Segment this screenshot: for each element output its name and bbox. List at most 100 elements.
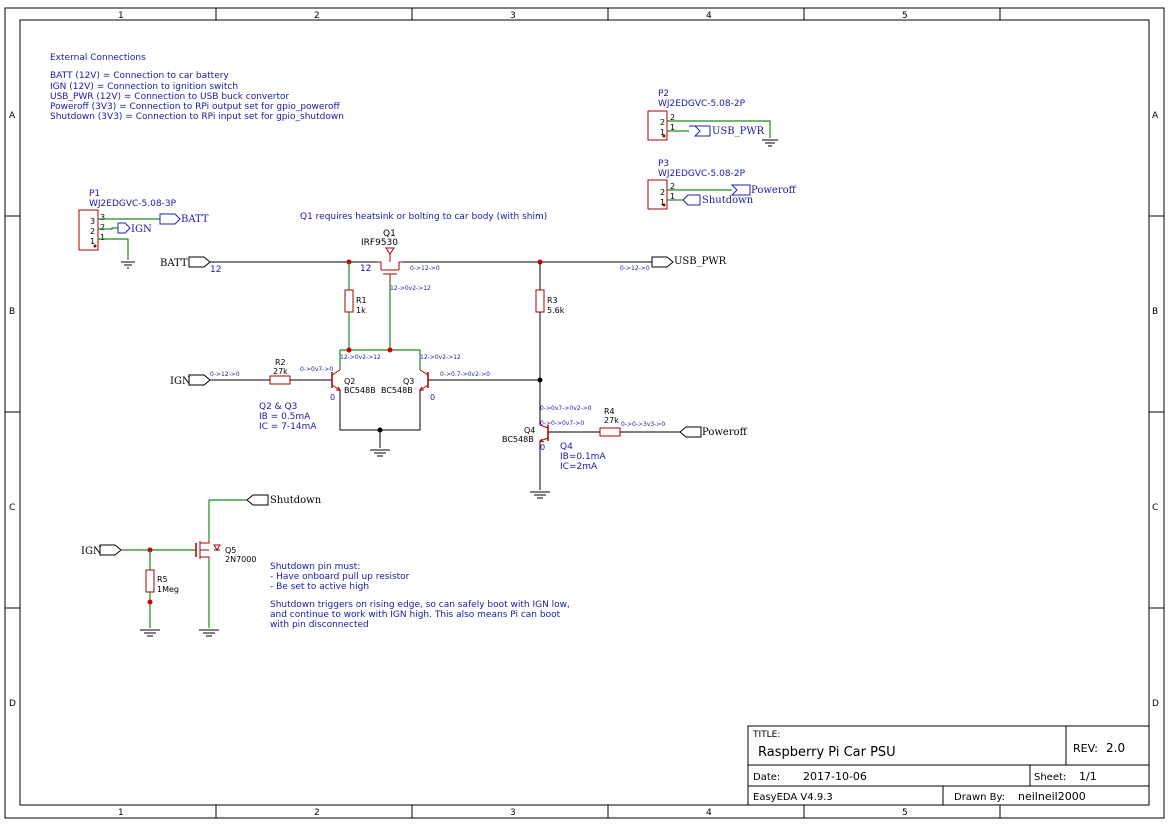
q1-part: IRF9530: [361, 238, 398, 248]
rev-value: 2.0: [1106, 741, 1125, 755]
p2-ref: P2: [658, 89, 669, 99]
q2q3-note: IC = 7-14mA: [259, 422, 317, 432]
note-line: Shutdown (3V3) = Connection to RPi input…: [50, 112, 344, 122]
q5-ref: Q5: [225, 546, 236, 555]
pin-number: 1: [670, 192, 675, 201]
pin-label: 2: [660, 118, 665, 127]
q2q3-note: Q2 & Q3: [259, 402, 297, 412]
row-label: C: [1152, 503, 1158, 513]
net-label-usb-pwr: USB_PWR: [712, 126, 765, 137]
r3-value: 5.6k: [547, 306, 565, 315]
q1-note: Q1 requires heatsink or bolting to car b…: [300, 212, 547, 222]
row-label: A: [1152, 111, 1159, 121]
col-label: 3: [510, 11, 516, 21]
sim-usb: 0->12->0: [620, 265, 650, 272]
title-label: TITLE:: [752, 730, 780, 740]
sim-r2-in: 0->12->0: [210, 371, 240, 378]
note-title: External Connections: [50, 53, 146, 63]
q2q3-note: IB = 0.5mA: [259, 412, 311, 422]
sim-q3-base: 0->0.7->0v2->0: [440, 371, 490, 378]
sim-q1-drain: 0->12->0: [410, 265, 440, 272]
col-label: 1: [118, 11, 124, 21]
q3-part: BC548B: [381, 386, 413, 395]
q4-part: BC548B: [502, 435, 534, 444]
net-label-batt: BATT: [181, 214, 209, 225]
note-line: BATT (12V) = Connection to car battery: [50, 71, 229, 81]
sim-batt: 12: [210, 265, 221, 275]
resistor-r3: R3 5.6k: [535, 262, 565, 425]
note-line: and continue to work with IGN high. This…: [270, 610, 561, 620]
row-label: A: [9, 111, 16, 121]
r2-ref: R2: [275, 358, 286, 367]
note-line: Shutdown pin must:: [270, 562, 360, 572]
p3-ref: P3: [658, 159, 669, 169]
note-line: IGN (12V) = Connection to ignition switc…: [50, 82, 238, 92]
resistor-r1: R1 1k 12->0v2->12 12->0v2->12: [339, 262, 461, 370]
p1-ref: P1: [89, 189, 100, 199]
sim-q4-b: 0->0->0v7->0: [540, 420, 584, 427]
shutdown-stage: Shutdown IGN Q5 2N7000 R5 1Meg: [81, 494, 322, 637]
pin-label: 2: [660, 188, 665, 197]
row-label: C: [9, 503, 15, 513]
ign-input-stage: IGN 0->12->0 R2 27k 0->0v7->0 Q2 BC548B …: [170, 358, 540, 457]
r5-ref: R5: [157, 575, 168, 584]
q2-ref: Q2: [344, 377, 355, 386]
pin-number: 2: [100, 223, 105, 232]
pin-number: 3: [100, 213, 105, 222]
port-usb-pwr: USB_PWR: [674, 256, 727, 267]
pin-label: 1: [660, 198, 665, 207]
net-label-poweroff: Poweroff: [751, 185, 797, 196]
mosfet-q1: Q1 IRF9530 12 0->12->0 12->0v2->12: [360, 229, 440, 350]
row-label: D: [9, 699, 16, 709]
port-batt: BATT: [160, 258, 188, 269]
note-line: with pin disconnected: [270, 620, 369, 630]
sheet-value: 1/1: [1079, 770, 1097, 783]
port-poweroff: Poweroff: [702, 427, 748, 438]
note-line: USB_PWR (12V) = Connection to USB buck c…: [50, 92, 290, 102]
pin-number: 1: [670, 123, 675, 132]
sim-q1-gate: 12: [360, 264, 371, 274]
port-ign: IGN: [170, 376, 191, 387]
sim-q2-e: 0: [330, 393, 335, 402]
drawn-value: neilneil2000: [1018, 790, 1086, 803]
col-label: 2: [314, 11, 320, 21]
sim-q3-col: 12->0v2->12: [420, 354, 461, 361]
note-line: - Be set to active high: [270, 582, 369, 592]
tool-version: EasyEDA V4.9.3: [753, 792, 833, 803]
drawn-label: Drawn By:: [954, 792, 1005, 803]
r5-value: 1Meg: [157, 585, 179, 594]
note-line: Shutdown triggers on rising edge, so can…: [270, 600, 570, 610]
connector-p2: P2 WJ2EDGVC-5.08-2P 2 1 2 1 USB_PWR: [647, 89, 778, 147]
pin-label: 2: [90, 227, 95, 236]
pin-number: 1: [100, 233, 105, 242]
col-label: 5: [902, 808, 908, 818]
row-label: B: [9, 307, 15, 317]
q2-part: BC548B: [344, 386, 376, 395]
pin-number: 2: [670, 113, 675, 122]
net-label-ign: IGN: [131, 224, 152, 235]
note-line: - Have onboard pull up resistor: [270, 572, 410, 582]
sim-q2-col: 12->0v2->12: [340, 354, 381, 361]
col-label: 2: [314, 808, 320, 818]
row-label: D: [1152, 699, 1159, 709]
pin-label: 1: [90, 237, 95, 246]
p3-part: WJ2EDGVC-5.08-2P: [658, 169, 746, 179]
date-value: 2017-10-06: [803, 770, 867, 783]
col-label: 1: [118, 808, 124, 818]
poweroff-stage: 0->0v7->0v2->0 0->0->0v7->0 Q4 BC548B 0 …: [502, 405, 748, 499]
q4-note: Q4: [560, 442, 573, 452]
r2-value: 27k: [273, 367, 288, 376]
q3-ref: Q3: [403, 377, 414, 386]
col-label: 3: [510, 808, 516, 818]
r1-value: 1k: [356, 306, 366, 315]
connector-p3: P3 WJ2EDGVC-5.08-2P 2 1 2 1 Poweroff Shu…: [647, 159, 797, 210]
row-label: B: [1152, 307, 1158, 317]
port-shutdown: Shutdown: [270, 495, 322, 506]
batt-rail: BATT 12 USB_PWR 0->12->0: [160, 256, 727, 275]
net-label-shutdown: Shutdown: [702, 195, 754, 206]
q4-note: IC=2mA: [560, 462, 598, 472]
shutdown-note: Shutdown pin must: - Have onboard pull u…: [270, 562, 570, 630]
port-ign-2: IGN: [81, 546, 102, 557]
